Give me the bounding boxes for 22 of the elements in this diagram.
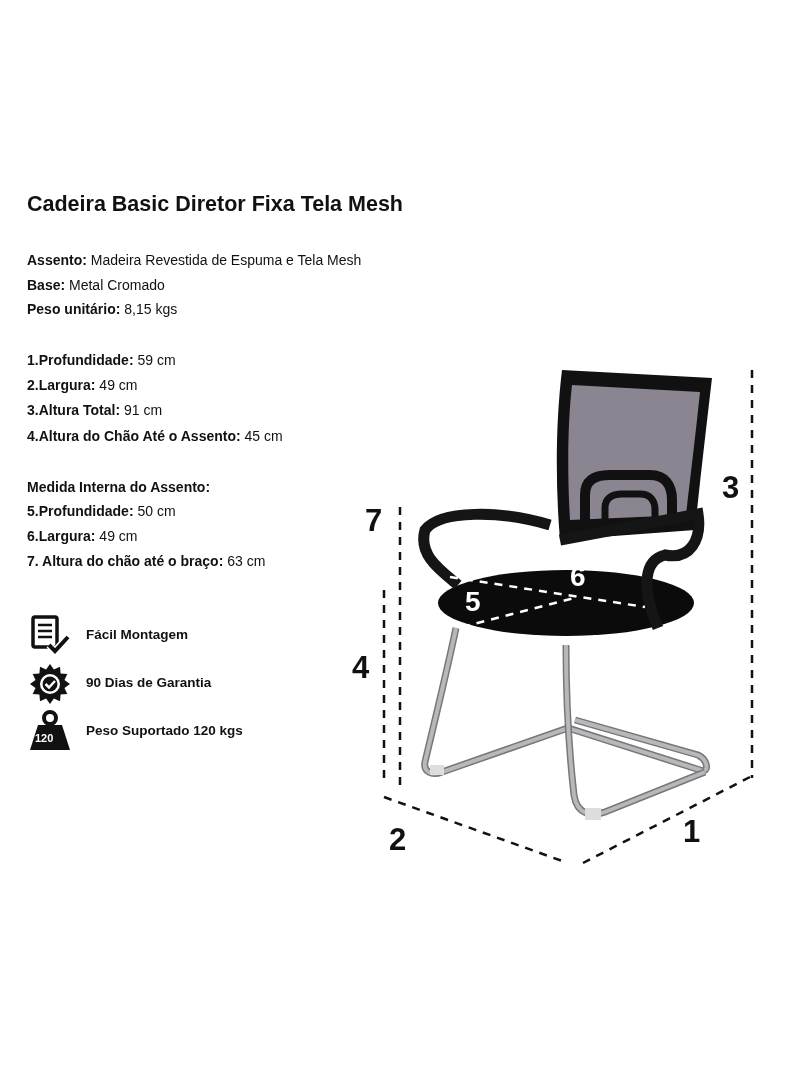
dimension-number: 7 xyxy=(365,503,383,539)
spec-text: Base: Metal Cromado xyxy=(27,277,165,293)
weight-value: 120 xyxy=(35,733,54,744)
dimension-number: 4 xyxy=(352,650,370,686)
spec-text: 4.Altura do Chão Até o Assento: 45 cm xyxy=(27,428,283,444)
feature-text: 90 Dias de Garantia xyxy=(86,675,212,690)
spec-text: 1.Profundidade: 59 cm xyxy=(27,352,176,368)
title: Cadeira Basic Diretor Fixa Tela Mesh xyxy=(27,192,403,217)
dimension-number: 3 xyxy=(722,470,740,506)
spec-text: Assento: Madeira Revestida de Espuma e Tela Mesh xyxy=(27,252,362,268)
spec-text: 6.Largura: 49 cm xyxy=(27,528,138,544)
spec-text: 5.Profundidade: 50 cm xyxy=(27,503,176,519)
section-heading: Medida Interna do Assento: xyxy=(27,479,211,495)
spec-text: 2.Largura: 49 cm xyxy=(27,377,138,393)
spec-text: 3.Altura Total: 91 cm xyxy=(27,402,163,418)
feature-text: Fácil Montagem xyxy=(86,627,188,642)
spec-text: Peso unitário: 8,15 kgs xyxy=(27,301,178,317)
spec-text: 7. Altura do chão até o braço: 63 cm xyxy=(27,553,266,569)
dimension-number: 2 xyxy=(389,822,407,858)
dimension-number: 5 xyxy=(465,586,481,618)
dimension-number: 1 xyxy=(683,814,701,850)
feature-text: Peso Suportado 120 kgs xyxy=(86,723,243,738)
